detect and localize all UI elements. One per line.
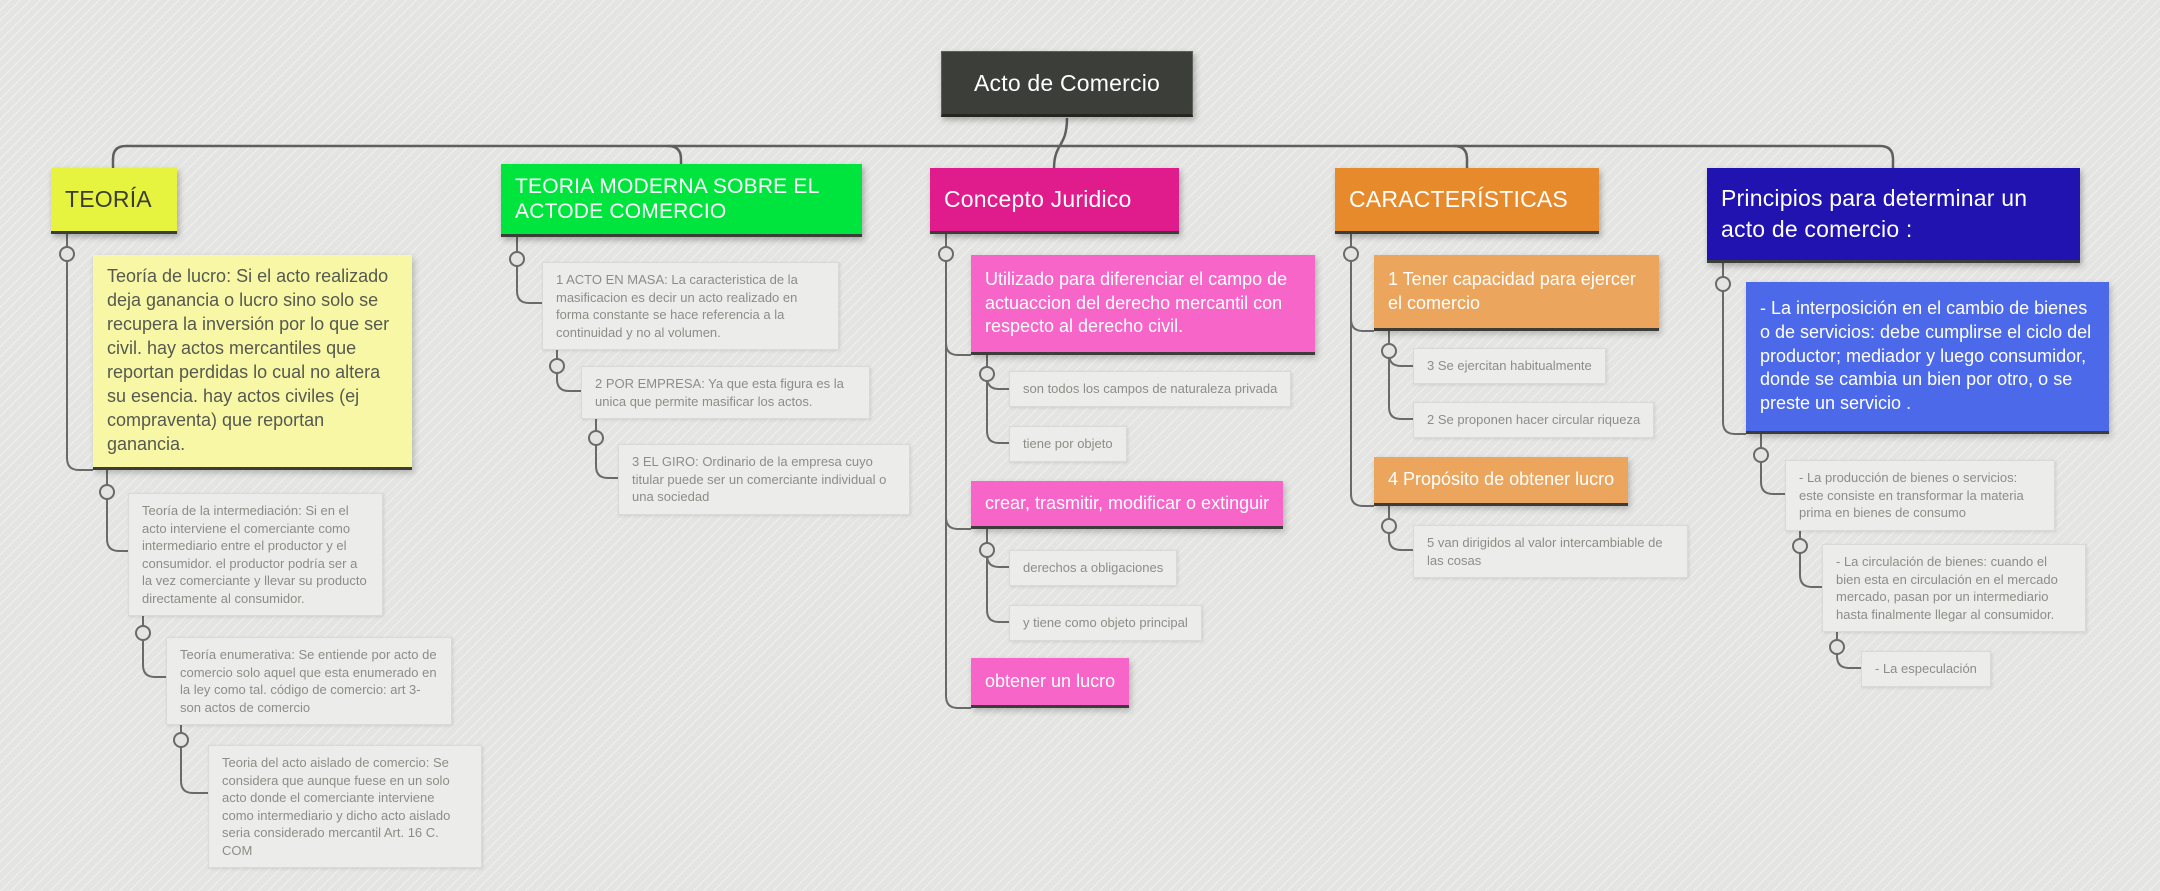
collapse-toggle[interactable] — [135, 625, 151, 641]
collapse-toggle[interactable] — [1715, 276, 1731, 292]
node-teoria-intermediacion[interactable]: Teoría de la intermediación: Si en el ac… — [128, 493, 383, 617]
node-la-produccion[interactable]: - La producción de bienes o servicios: e… — [1785, 460, 2055, 531]
node-la-especulacion[interactable]: - La especulación — [1861, 651, 1991, 687]
node-proposito-lucro[interactable]: 4 Propósito de obtener lucro — [1374, 457, 1629, 506]
collapse-toggle[interactable] — [1829, 639, 1845, 655]
topic-teoria-moderna[interactable]: TEORIA MODERNA SOBRE EL ACTODE COMERCIO — [501, 164, 862, 237]
collapse-toggle[interactable] — [99, 484, 115, 500]
topic-principios[interactable]: Principios para determinar un acto de co… — [1707, 168, 2080, 263]
collapse-toggle[interactable] — [588, 430, 604, 446]
root-drop — [1052, 117, 1069, 170]
trunk-drop-moderna — [667, 144, 683, 165]
node-se-ejercitan[interactable]: 3 Se ejercitan habitualmente — [1413, 348, 1606, 384]
root-topic-acto-de-comercio[interactable]: Acto de Comercio — [941, 51, 1193, 117]
node-la-interposicion[interactable]: - La interposición en el cambio de biene… — [1746, 282, 2109, 434]
collapse-toggle[interactable] — [1381, 343, 1397, 359]
node-derechos-obligaciones[interactable]: derechos a obligaciones — [1009, 550, 1178, 586]
collapse-toggle[interactable] — [938, 246, 954, 262]
topic-caracteristicas[interactable]: CARACTERÍSTICAS — [1335, 168, 1599, 234]
topic-teoria[interactable]: TEORÍA — [51, 168, 177, 234]
collapse-toggle[interactable] — [1343, 246, 1359, 262]
collapse-toggle[interactable] — [1753, 447, 1769, 463]
trunk-line — [111, 144, 1895, 169]
trunk-drop-caracteristicas — [1453, 144, 1469, 169]
node-acto-en-masa[interactable]: 1 ACTO EN MASA: La caracteristica de la … — [542, 262, 839, 351]
node-tener-capacidad[interactable]: 1 Tener capacidad para ejercer el comerc… — [1374, 255, 1659, 331]
node-campos-naturaleza-privada[interactable]: son todos los campos de naturaleza priva… — [1009, 371, 1292, 407]
collapse-toggle[interactable] — [1381, 518, 1397, 534]
node-teoria-enumerativa[interactable]: Teoría enumerativa: Se entiende por acto… — [166, 637, 452, 726]
node-tiene-por-objeto[interactable]: tiene por objeto — [1009, 426, 1127, 462]
node-utilizado-para-diferenciar[interactable]: Utilizado para diferenciar el campo de a… — [971, 255, 1315, 355]
node-el-giro[interactable]: 3 EL GIRO: Ordinario de la empresa cuyo … — [618, 444, 910, 515]
collapse-toggle[interactable] — [979, 366, 995, 382]
collapse-toggle[interactable] — [173, 732, 189, 748]
collapse-toggle[interactable] — [1792, 538, 1808, 554]
collapse-toggle[interactable] — [59, 246, 75, 262]
node-obtener-un-lucro[interactable]: obtener un lucro — [971, 658, 1130, 708]
collapse-toggle[interactable] — [979, 542, 995, 558]
node-valor-intercambiable[interactable]: 5 van dirigidos al valor intercambiable … — [1413, 525, 1688, 579]
node-la-circulacion[interactable]: - La circulación de bienes: cuando el bi… — [1822, 544, 2086, 633]
node-circular-riqueza[interactable]: 2 Se proponen hacer circular riqueza — [1413, 402, 1655, 438]
topic-concepto-juridico[interactable]: Concepto Juridico — [930, 168, 1179, 234]
collapse-toggle[interactable] — [549, 358, 565, 374]
node-objeto-principal[interactable]: y tiene como objeto principal — [1009, 605, 1202, 641]
collapse-toggle[interactable] — [509, 251, 525, 267]
node-por-empresa[interactable]: 2 POR EMPRESA: Ya que esta figura es la … — [581, 366, 870, 420]
node-teoria-acto-aislado[interactable]: Teoria del acto aislado de comercio: Se … — [208, 745, 482, 869]
node-crear-trasmitir[interactable]: crear, trasmitir, modificar o extinguir — [971, 481, 1284, 529]
node-teoria-de-lucro[interactable]: Teoría de lucro: Si el acto realizado de… — [93, 255, 412, 470]
